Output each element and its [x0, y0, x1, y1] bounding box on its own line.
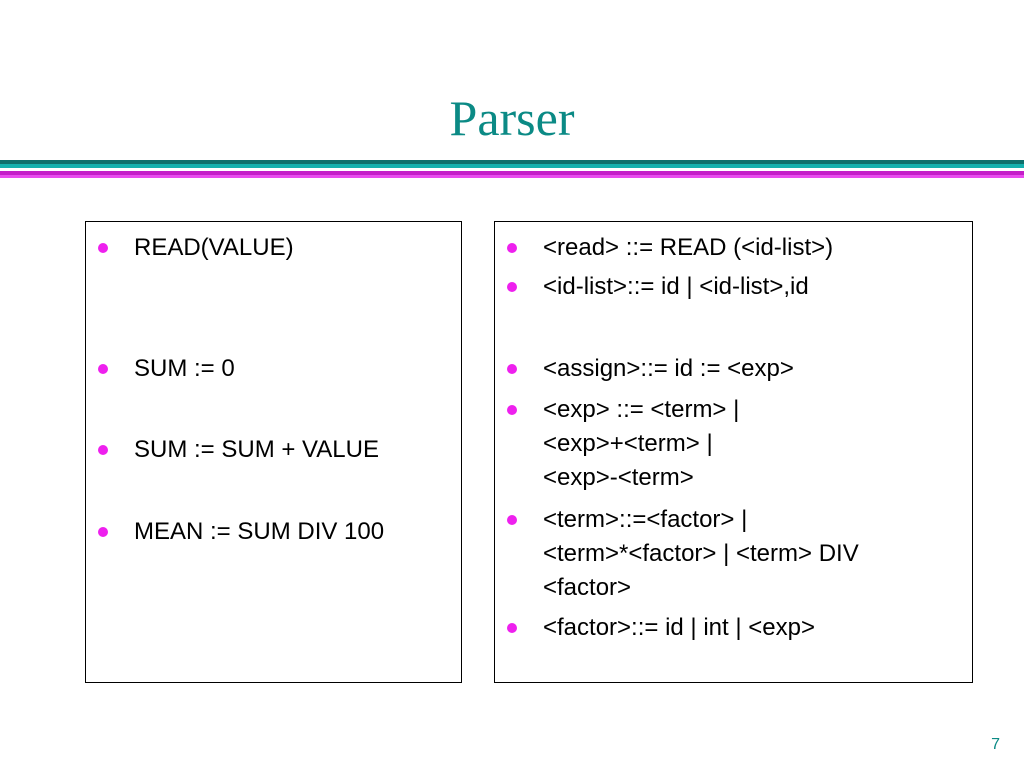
bullet-dot-icon — [507, 405, 517, 415]
list-item-text: <id-list>::= id | <id-list>,id — [543, 273, 809, 300]
title-rule-magenta — [0, 171, 1024, 175]
list-item-text: <assign>::= id := <exp> — [543, 355, 794, 382]
bullet-dot-icon — [98, 364, 108, 374]
list-item-text: READ(VALUE) — [134, 234, 294, 261]
list-item-text: SUM := 0 — [134, 355, 235, 382]
bullet-dot-icon — [507, 364, 517, 374]
title-rule-magenta-light — [0, 175, 1024, 178]
slide-title: Parser — [449, 90, 575, 146]
bullet-dot-icon — [98, 445, 108, 455]
title-rule-teal-light — [0, 164, 1024, 168]
list-item-text: MEAN := SUM DIV 100 — [134, 518, 385, 545]
list-item-text: <term>::=<factor> | <term>*<factor> | <t… — [543, 506, 859, 601]
page-number: 7 — [991, 736, 1000, 753]
bullet-dot-icon — [98, 243, 108, 253]
bullet-dot-icon — [507, 282, 517, 292]
bullet-dot-icon — [507, 243, 517, 253]
list-item-text: <exp> ::= <term> | <exp>+<term> | <exp>-… — [543, 396, 740, 491]
list-item-text: <read> ::= READ (<id-list>) — [543, 234, 834, 261]
left-panel-code: READ(VALUE) SUM := 0 SUM := SUM + VALUE … — [85, 221, 462, 683]
bullet-dot-icon — [507, 623, 517, 633]
title-rule-teal-dark — [0, 160, 1024, 164]
list-item-text: SUM := SUM + VALUE — [134, 436, 379, 463]
right-panel-grammar: <read> ::= READ (<id-list>) <id-list>::=… — [494, 221, 973, 683]
bullet-dot-icon — [507, 515, 517, 525]
list-item-text: <factor>::= id | int | <exp> — [543, 614, 815, 641]
bullet-dot-icon — [98, 527, 108, 537]
